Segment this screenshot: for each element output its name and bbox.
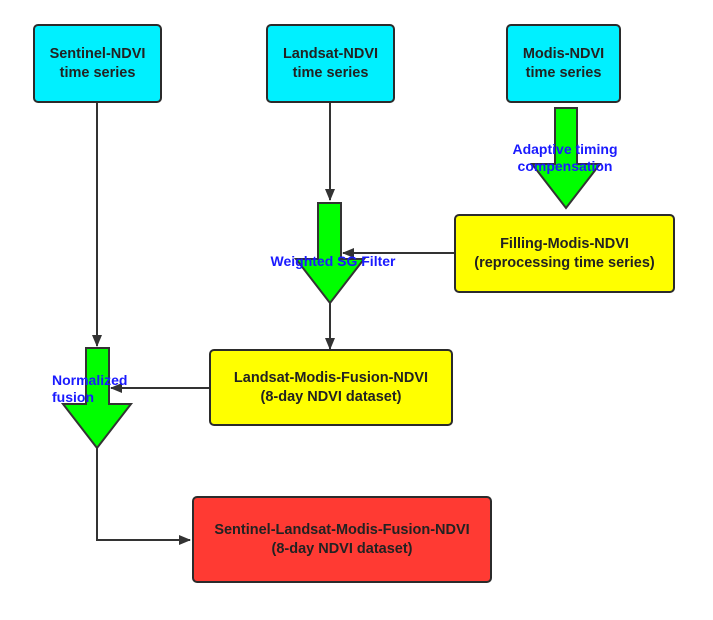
sentinel-ndvi-subtitle: time series [59, 64, 136, 81]
landsat-ndvi-title: Landsat-NDVI [282, 45, 379, 62]
normalized-label-line2: fusion [52, 389, 94, 405]
modis-ndvi-node: Modis-NDVI time series [506, 24, 621, 103]
normalized-fusion-label: Normalized fusion [52, 372, 142, 406]
slm-fusion-subtitle: (8-day NDVI dataset) [271, 540, 413, 557]
landsat-modis-fusion-node: Landsat-Modis-Fusion-NDVI (8-day NDVI da… [209, 349, 453, 426]
adaptive-label-line2: compensation [517, 158, 613, 174]
sentinel-ndvi-node: Sentinel-NDVI time series [33, 24, 162, 103]
sg-filter-arrow [293, 202, 367, 305]
slm-fusion-title: Sentinel-Landsat-Modis-Fusion-NDVI [214, 521, 470, 538]
sentinel-ndvi-title: Sentinel-NDVI [49, 45, 146, 62]
sentinel-landsat-modis-fusion-node: Sentinel-Landsat-Modis-Fusion-NDVI (8-da… [192, 496, 492, 583]
landsat-ndvi-node: Landsat-NDVI time series [266, 24, 395, 103]
filling-modis-subtitle: (reprocessing time series) [474, 254, 655, 271]
normalized-label-line1: Normalized [52, 372, 128, 388]
landsat-ndvi-subtitle: time series [292, 64, 369, 81]
normalized-fusion-arrow [60, 347, 134, 450]
filling-modis-title: Filling-Modis-NDVI [500, 235, 629, 252]
modis-ndvi-subtitle: time series [525, 64, 602, 81]
weighted-label-line1: Weighted SG Filter [270, 253, 396, 269]
landsat-modis-fusion-subtitle: (8-day NDVI dataset) [260, 388, 402, 405]
modis-ndvi-title: Modis-NDVI [522, 45, 605, 62]
adaptive-compensation-arrow [529, 107, 603, 210]
filling-modis-node: Filling-Modis-NDVI (reprocessing time se… [454, 214, 675, 293]
connector-normalized-to-final [96, 448, 191, 545]
adaptive-label-line1: Adaptive timing [512, 141, 618, 157]
adaptive-compensation-label: Adaptive timing compensation [500, 141, 630, 175]
landsat-modis-fusion-title: Landsat-Modis-Fusion-NDVI [233, 369, 429, 386]
weighted-sg-filter-label: Weighted SG Filter [258, 253, 408, 270]
